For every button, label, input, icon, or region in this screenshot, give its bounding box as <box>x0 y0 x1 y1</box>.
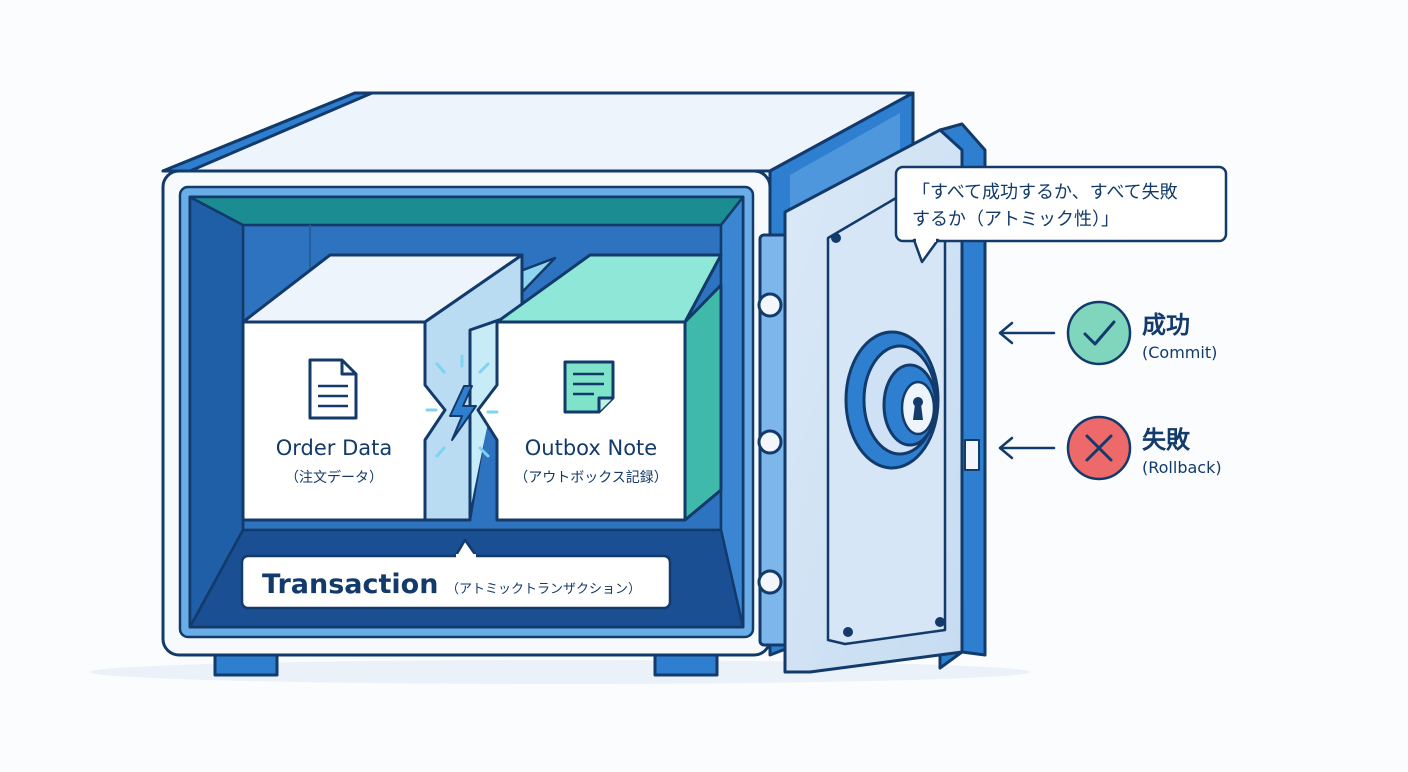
cross-icon <box>1085 434 1113 462</box>
safe-foot-left <box>213 653 279 677</box>
success-label: 成功 <box>1142 311 1190 339</box>
failure-label: 失敗 <box>1142 426 1191 454</box>
hinge-bolt <box>757 569 783 595</box>
document-icon <box>308 358 358 420</box>
safe-foot-right <box>653 653 719 677</box>
outbox-block-side <box>683 283 723 522</box>
lightning-icon <box>425 354 499 458</box>
atomicity-callout: 「すべて成功するか、すべて失敗 するか（アトミック性）」 <box>894 165 1228 264</box>
success-sublabel: (Commit) <box>1142 343 1217 362</box>
order-data-block <box>241 253 524 522</box>
outbox-note-block <box>476 253 723 522</box>
safe-door <box>783 122 987 674</box>
failure-sublabel: (Rollback) <box>1142 458 1222 477</box>
callout-line-1: 「すべて成功するか、すべて失敗 <box>912 182 1178 203</box>
order-data-subtitle: （注文データ） <box>285 469 383 486</box>
arrow-left-icon <box>998 321 1056 345</box>
outcome-failure: 失敗 (Rollback) <box>998 415 1222 481</box>
outbox-block-front <box>476 320 687 522</box>
transaction-label: Transaction （アトミックトランザクション） <box>240 538 672 610</box>
safe-ceiling <box>188 195 745 227</box>
transaction-subtitle: （アトミックトランザクション） <box>446 582 641 597</box>
arrow-left-icon <box>998 436 1056 460</box>
hinge-bolt <box>757 292 783 318</box>
keyhole-icon <box>913 397 923 420</box>
lock-dial <box>844 330 940 470</box>
callout-line-2: するか（アトミック性）」 <box>912 209 1119 230</box>
note-icon <box>563 360 615 414</box>
outbox-note-title: Outbox Note <box>525 436 657 460</box>
order-data-title: Order Data <box>276 436 393 460</box>
outcome-success: 成功 (Commit) <box>998 300 1217 366</box>
success-circle <box>1066 300 1132 366</box>
outbox-note-subtitle: （アウトボックス記録） <box>514 469 668 486</box>
hinge-bolt <box>757 429 783 455</box>
check-icon <box>1083 320 1116 346</box>
order-block-front <box>241 320 447 522</box>
transaction-title: Transaction <box>262 569 438 600</box>
spark-rays <box>425 354 499 458</box>
